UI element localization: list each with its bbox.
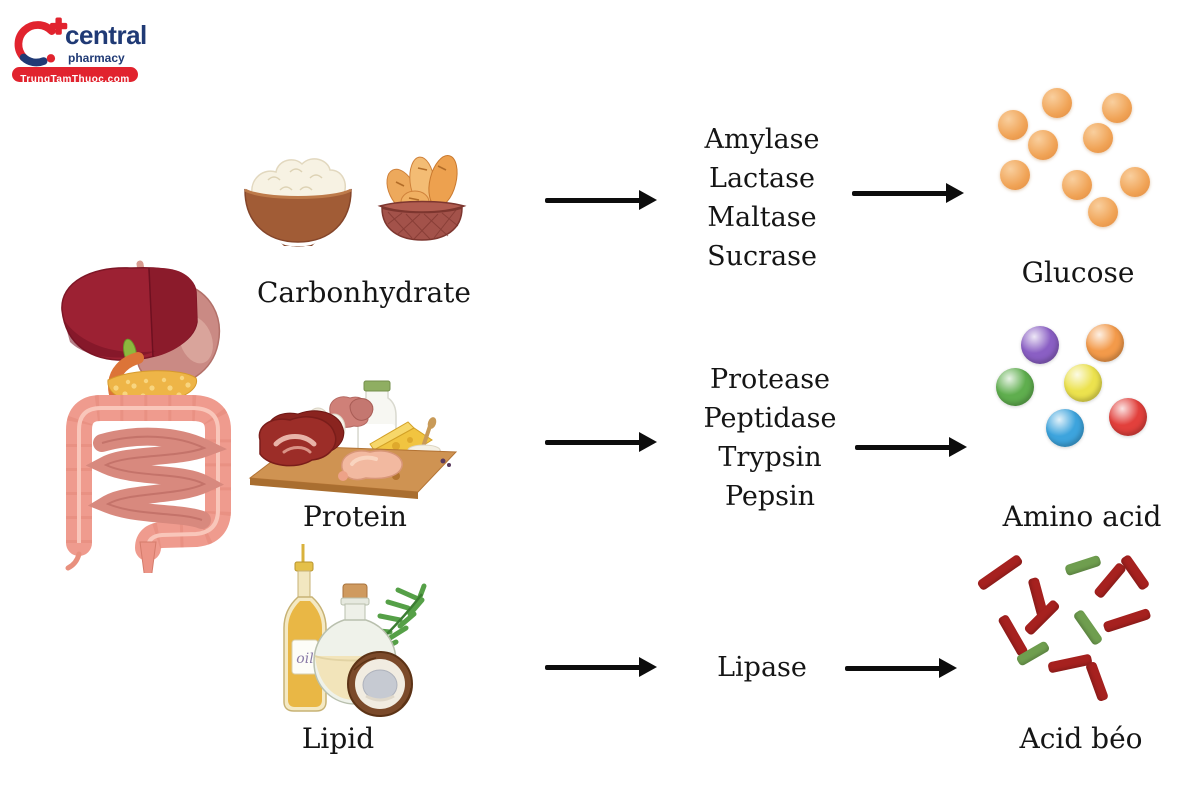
product-label-glucose: Glucose <box>1021 256 1135 289</box>
enzyme-list-protein: Protease Peptidase Trypsin Pepsin <box>704 360 837 516</box>
amino-acid-molecules <box>995 324 1160 460</box>
glucose-molecule <box>998 110 1028 140</box>
arrow-icon <box>545 657 657 677</box>
amino-acid-molecule <box>1064 364 1102 402</box>
oil-label: oil <box>296 651 313 667</box>
fatty-acid-molecule <box>1072 608 1104 646</box>
glucose-molecule <box>1000 160 1030 190</box>
protein-foods-illustration <box>248 380 458 499</box>
enzyme-label: Trypsin <box>718 442 822 473</box>
glucose-molecule <box>1083 123 1113 153</box>
enzyme-label: Lactase <box>709 163 815 194</box>
amino-acid-molecule <box>1109 398 1147 436</box>
glucose-molecule <box>1088 197 1118 227</box>
digestive-system-illustration <box>61 260 231 573</box>
arrow-icon <box>852 183 964 203</box>
arrow-icon <box>545 190 657 210</box>
glucose-molecule <box>1028 130 1058 160</box>
central-pharmacy-logo-icon <box>14 17 68 67</box>
glucose-molecule <box>1102 93 1132 123</box>
fatty-acid-molecules <box>975 550 1160 710</box>
logo-brand-text: central <box>65 20 147 50</box>
enzyme-label: Protease <box>709 364 831 395</box>
amino-acid-molecule <box>1086 324 1124 362</box>
substrate-label-protein: Protein <box>303 500 407 533</box>
arrow-icon <box>855 437 967 457</box>
amino-acid-molecule <box>1046 409 1084 447</box>
amino-acid-molecule <box>996 368 1034 406</box>
glucose-molecule <box>1120 167 1150 197</box>
substrate-label-lipid: Lipid <box>301 722 375 755</box>
enzyme-label: Sucrase <box>707 241 817 272</box>
enzyme-label: Amylase <box>704 124 820 155</box>
lipid-foods-illustration: oil <box>283 544 427 717</box>
substrate-label-carbohydrate: Carbonhydrate <box>257 276 471 309</box>
product-label-fatty-acid: Acid béo <box>1019 722 1143 755</box>
glucose-molecule <box>1062 170 1092 200</box>
product-label-amino-acid: Amino acid <box>1002 500 1162 533</box>
fatty-acid-molecule <box>976 553 1024 591</box>
logo-division-text: pharmacy <box>68 51 125 65</box>
enzyme-label: Pepsin <box>724 481 816 512</box>
enzyme-list-carbohydrate: Amylase Lactase Maltase Sucrase <box>705 120 820 276</box>
enzyme-label: Lipase <box>717 652 807 683</box>
amino-acid-molecule <box>1021 326 1059 364</box>
enzyme-list-lipid: Lipase <box>717 648 807 687</box>
fatty-acid-molecule <box>1084 660 1110 702</box>
fatty-acid-molecule <box>1064 554 1102 576</box>
logo-badge-text: TrungTamThuoc.com <box>20 74 130 85</box>
fatty-acid-molecule <box>1102 607 1152 633</box>
arrow-icon <box>545 432 657 452</box>
fatty-acid-molecule <box>997 613 1029 657</box>
fatty-acid-molecule <box>1092 561 1128 599</box>
rice-bowl-illustration <box>244 158 352 247</box>
glucose-molecule <box>1042 88 1072 118</box>
enzyme-label: Maltase <box>707 202 817 233</box>
logo-badge: TrungTamThuoc.com <box>12 67 138 85</box>
brand-logo: central pharmacy TrungTamThuoc.com <box>10 14 147 85</box>
bread-basket-illustration <box>377 155 467 241</box>
fatty-acid-molecule <box>1047 653 1093 673</box>
enzyme-label: Peptidase <box>703 403 837 434</box>
arrow-icon <box>845 658 957 678</box>
glucose-molecules <box>985 85 1165 245</box>
